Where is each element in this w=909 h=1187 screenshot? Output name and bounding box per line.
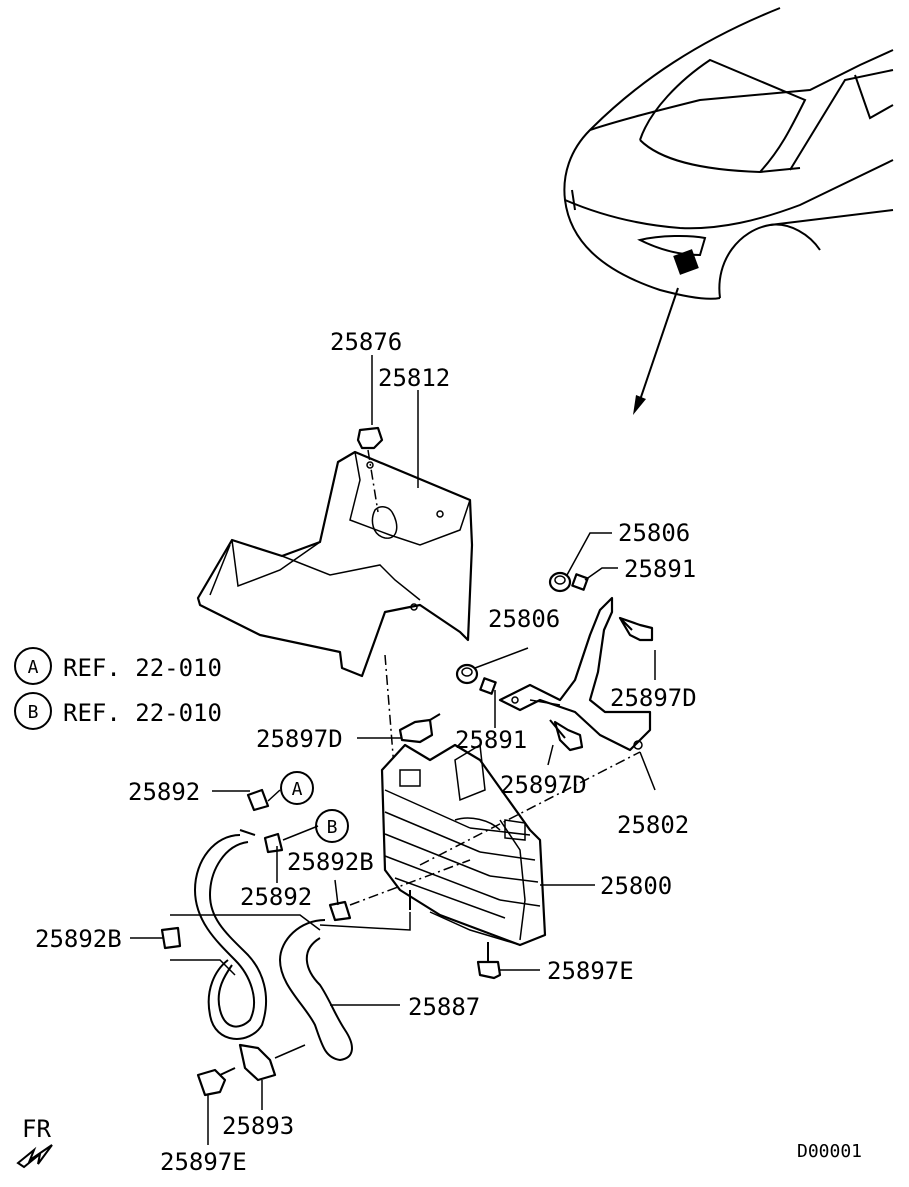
- label-25887: 25887: [408, 993, 480, 1021]
- bolt-25897D-center-part: [549, 719, 584, 752]
- callout-b: B: [315, 809, 349, 843]
- label-25893: 25893: [222, 1112, 294, 1140]
- bracket-25802-part: [498, 596, 652, 752]
- front-direction-indicator: FR: [16, 1115, 53, 1169]
- grommet-25806-mid-part: [455, 663, 479, 685]
- legend-b-text: REF. 22-010: [63, 699, 222, 727]
- bolt-25897E-right-part: [476, 942, 502, 980]
- bolt-25897D-right-part: [618, 616, 654, 642]
- legend: A REF. 22-010 B REF. 22-010: [14, 647, 222, 730]
- label-25812: 25812: [378, 364, 450, 392]
- legend-a-text: REF. 22-010: [63, 654, 222, 682]
- legend-b-symbol: B: [28, 702, 39, 723]
- label-25891-mid: 25891: [455, 726, 527, 754]
- clamp-25892B-right-part: [328, 859, 471, 922]
- air-duct-shroud-part: [196, 450, 474, 678]
- label-25892-mid: 25892: [240, 883, 312, 911]
- bolt-25897E-bottom-part: [196, 1067, 236, 1097]
- oil-cooler-25800-part: [380, 743, 547, 947]
- label-25897D-right: 25897D: [610, 684, 697, 712]
- label-25892B-left: 25892B: [35, 925, 122, 953]
- label-25891-top: 25891: [624, 555, 696, 583]
- label-25897E-bottom: 25897E: [160, 1148, 247, 1176]
- label-25897D-center: 25897D: [500, 771, 587, 799]
- guide-line: [319, 912, 411, 931]
- clamp-25892B-left-part: [160, 914, 321, 976]
- clip-25893-part: [238, 1043, 306, 1082]
- oil-hose-25887-part: [193, 829, 353, 1062]
- leader-lines: [130, 355, 656, 1145]
- grommet-25806-top-part: [548, 571, 572, 593]
- car-outline-illustration: [563, 7, 894, 415]
- label-25806-mid: 25806: [488, 605, 560, 633]
- label-25806-top: 25806: [618, 519, 690, 547]
- label-25892B-right: 25892B: [287, 848, 374, 876]
- callout-a: A: [280, 771, 314, 805]
- label-25897D-left: 25897D: [256, 725, 343, 753]
- callout-a-text: A: [292, 779, 303, 800]
- clip-25876-part: [356, 426, 384, 513]
- collar-25891-mid-part: [479, 677, 497, 695]
- collar-25891-top-part: [571, 573, 589, 591]
- label-25892-top: 25892: [128, 778, 200, 806]
- label-25876: 25876: [330, 328, 402, 356]
- label-25800: 25800: [600, 872, 672, 900]
- label-25897E-right: 25897E: [547, 957, 634, 985]
- front-direction-label: FR: [22, 1115, 51, 1143]
- clamp-25892-top-part: [246, 788, 270, 812]
- callout-b-text: B: [327, 817, 338, 838]
- label-25802: 25802: [617, 811, 689, 839]
- diagram-id: D00001: [797, 1141, 862, 1162]
- part-labels: 25876 25812 25806 25891 25806 25897D 258…: [35, 328, 697, 1176]
- legend-a-symbol: A: [28, 657, 39, 678]
- clamp-25892-mid-part: [263, 832, 284, 854]
- front-arrow-icon: [16, 1144, 53, 1169]
